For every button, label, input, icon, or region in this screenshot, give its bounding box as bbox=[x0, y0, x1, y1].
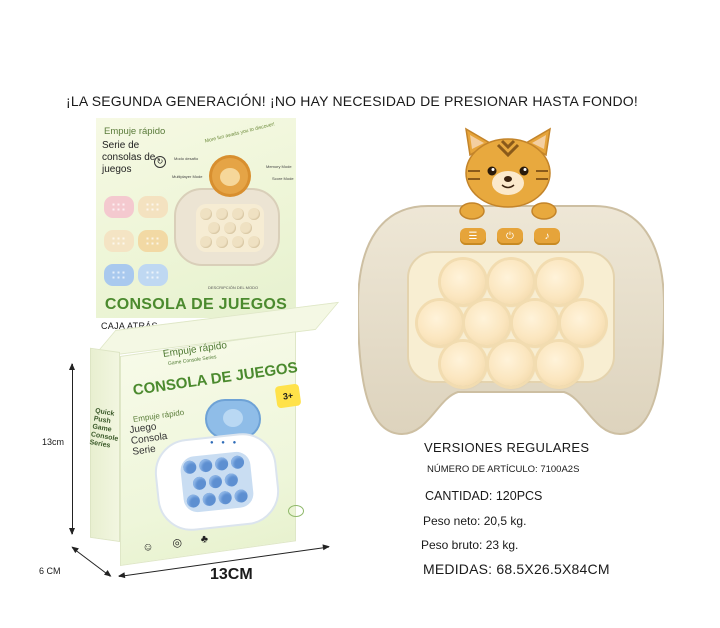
pop-button[interactable] bbox=[561, 301, 605, 345]
pop-button[interactable] bbox=[489, 260, 533, 304]
elephant-icon bbox=[205, 399, 261, 439]
pop-button[interactable] bbox=[537, 342, 581, 386]
net-weight: Peso neto: 20,5 kg. bbox=[423, 514, 527, 528]
back-console bbox=[174, 188, 280, 266]
variant-cream bbox=[138, 196, 168, 218]
back-box-panel: Empuje rápido Serie de consolas de juego… bbox=[96, 118, 296, 318]
pop-button[interactable] bbox=[465, 301, 509, 345]
depth-label: 6 CM bbox=[39, 566, 61, 576]
menu-icon[interactable]: ☰ bbox=[460, 228, 486, 245]
age-badge: 3+ bbox=[274, 383, 302, 409]
back-series: Serie de consolas de juegos bbox=[102, 140, 156, 175]
headline: ¡LA SEGUNDA GENERACIÓN! ¡NO HAY NECESIDA… bbox=[66, 93, 638, 109]
swirl-icon bbox=[288, 505, 304, 517]
pop-button[interactable] bbox=[513, 301, 557, 345]
arrow-icon: ↻ bbox=[154, 156, 166, 168]
variant-pink bbox=[104, 196, 134, 218]
variant-blue bbox=[104, 264, 134, 286]
caja-label: CAJA ATRÁS bbox=[101, 321, 158, 331]
box-side-text: Quick Push Game Console Series bbox=[88, 407, 119, 450]
back-tag: Empuje rápido bbox=[104, 126, 166, 137]
measures: MEDIDAS: 68.5X26.5X84CM bbox=[423, 561, 610, 577]
callout-memory: Memory Mode bbox=[266, 164, 292, 169]
box-console-pad bbox=[179, 450, 255, 514]
box-console-buttons: ● ● ● bbox=[210, 440, 240, 446]
callout-multiplayer: Multiplayer Mode bbox=[172, 174, 203, 179]
pop-button[interactable] bbox=[441, 260, 485, 304]
back-console-pad bbox=[196, 204, 264, 252]
height-arrow bbox=[69, 363, 75, 535]
gross-weight: Peso bruto: 23 kg. bbox=[421, 538, 519, 552]
back-title: CONSOLA DE JUEGOS bbox=[104, 296, 288, 313]
variant-lion bbox=[138, 230, 168, 252]
pop-button[interactable] bbox=[441, 342, 485, 386]
sound-icon[interactable]: ♪ bbox=[534, 228, 560, 245]
item-number: NÚMERO DE ARTÍCULO: 7100A2S bbox=[427, 464, 580, 475]
mode-description: DESCRIPCIÓN DEL MODO bbox=[208, 285, 259, 290]
depth-arrow bbox=[71, 547, 111, 577]
callout-score: Score Mode bbox=[272, 176, 294, 181]
pop-button[interactable] bbox=[489, 342, 533, 386]
back-slogan: More fun awaits you to discover! bbox=[204, 121, 276, 145]
cat-figure-icon bbox=[459, 127, 557, 220]
variant-light-blue bbox=[138, 264, 168, 286]
pop-button[interactable] bbox=[418, 301, 462, 345]
callout-challenge: Modo desafío bbox=[174, 156, 199, 161]
versions-label: VERSIONES REGULARES bbox=[424, 440, 590, 455]
lion-icon bbox=[212, 158, 248, 194]
width-label: 13CM bbox=[210, 566, 253, 583]
quantity: CANTIDAD: 120PCS bbox=[425, 489, 543, 503]
pop-button[interactable] bbox=[537, 260, 581, 304]
height-label: 13cm bbox=[42, 437, 65, 447]
variant-beige bbox=[104, 230, 134, 252]
power-icon[interactable]: ⏻ bbox=[497, 228, 523, 245]
